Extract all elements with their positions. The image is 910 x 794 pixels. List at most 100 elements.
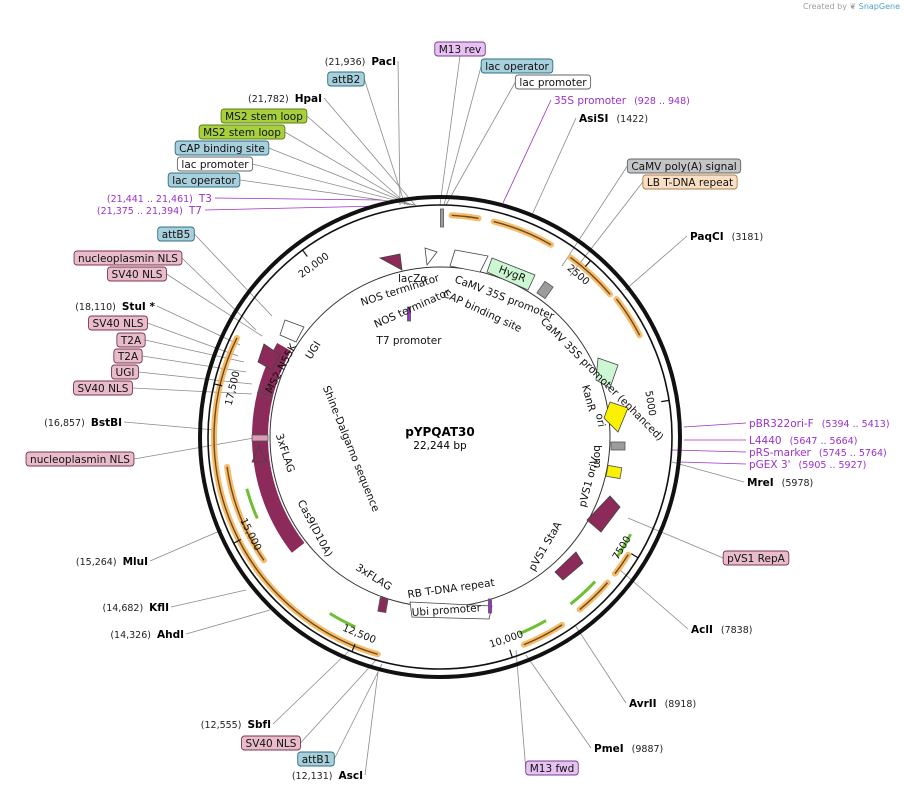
feature-tag-box: [116, 332, 146, 348]
primer[interactable]: 35S promoter(928 .. 948): [554, 95, 690, 107]
restriction-site[interactable]: AhdI(14,326): [110, 629, 184, 641]
feature-tag[interactable]: lac promoter: [514, 74, 592, 90]
plasmid-name: pYPQAT30: [405, 425, 475, 439]
feature-tag[interactable]: M13 fwd: [525, 760, 579, 776]
restriction-site[interactable]: PacI (21,936): [325, 56, 396, 68]
feature-tag[interactable]: attB2: [327, 71, 365, 87]
site-name: StuI *: [122, 301, 156, 313]
restriction-site[interactable]: SbfI(12,555): [201, 719, 271, 731]
site-name: AscI: [338, 770, 363, 782]
primer[interactable]: pGEX 3'(5905 .. 5927): [749, 459, 866, 471]
feature-tag-label: T2A: [120, 335, 142, 347]
feature-tag-label: CAP binding site: [179, 143, 265, 155]
feature-tag[interactable]: UGI: [111, 364, 139, 380]
restriction-site[interactable]: AsiSI(1422): [579, 113, 648, 125]
leader-line: [268, 147, 413, 206]
leader-line: [252, 163, 415, 206]
leader-line: [170, 589, 247, 608]
feature-tag-label: SV40 NLS: [112, 269, 163, 281]
feature-tag[interactable]: SV40 NLS: [107, 266, 167, 282]
flag-box: [377, 596, 389, 614]
feature-tag[interactable]: nucleoplasmin NLS: [25, 451, 135, 467]
feature-label: UGI: [303, 339, 323, 361]
feature-tag[interactable]: nucleoplasmin NLS: [73, 250, 183, 266]
camv-polya-box: [536, 280, 554, 300]
feature-tag[interactable]: attB5: [157, 226, 195, 242]
feature-label: KanR: [579, 384, 598, 413]
restriction-site[interactable]: BstBI(16,857): [44, 417, 122, 429]
feature-halo-core: [226, 466, 265, 561]
feature-tag-box: [73, 250, 183, 266]
tick-mark: [233, 538, 242, 544]
primer[interactable]: pRS-marker(5745 .. 5764): [749, 447, 887, 459]
feature-tag-label: SV40 NLS: [93, 318, 144, 330]
pvs1-repa-arrow: [586, 495, 621, 533]
snapgene-credit: Created by ❦ SnapGene: [803, 2, 900, 11]
feature-tag[interactable]: pVS1 RepA: [722, 550, 790, 566]
feature-tag[interactable]: T2A: [116, 332, 146, 348]
feature-tag[interactable]: CAP binding site: [174, 140, 270, 156]
restriction-site[interactable]: AclI(7838): [691, 624, 752, 636]
feature-tag[interactable]: lac operator: [480, 58, 554, 74]
feature-tag-label: SV40 NLS: [246, 738, 297, 750]
tick-label: 7500: [611, 534, 634, 561]
feature-tag[interactable]: SV40 NLS: [241, 735, 301, 751]
feature-tag[interactable]: M13 rev: [434, 41, 486, 57]
leader-line: [132, 387, 253, 395]
primer[interactable]: T3(21,441 .. 21,461): [107, 193, 212, 205]
leader-line: [397, 60, 401, 206]
restriction-site[interactable]: HpaI(21,782): [248, 93, 322, 105]
feature-tag[interactable]: T2A: [113, 348, 143, 364]
site-position: (12,131): [292, 771, 333, 782]
primer[interactable]: L4440(5647 .. 5664): [749, 435, 857, 447]
feature-tag[interactable]: MS2 stem loop: [198, 124, 286, 140]
leader-line: [204, 205, 383, 211]
feature-label: 3xFLAG: [273, 432, 297, 474]
feature-tag[interactable]: MS2 stem loop: [220, 108, 308, 124]
feature-label: pVS1 StaA: [526, 519, 564, 573]
restriction-site[interactable]: KflI(14,682): [103, 602, 169, 614]
feature-tag-label: M13 rev: [439, 44, 482, 56]
feature-tag-label: LB T-DNA repeat: [647, 177, 733, 189]
feature-label: bom: [591, 445, 603, 468]
restriction-site[interactable]: AvrII(8918): [629, 698, 696, 710]
site-position: (21,782): [248, 94, 289, 105]
restriction-site[interactable]: StuI *(18,110): [75, 301, 155, 313]
leader-line: [569, 181, 644, 277]
feature-label: T7 promoter: [375, 335, 442, 347]
primer-name: 35S promoter: [554, 95, 627, 107]
feature-tag[interactable]: attB1: [297, 751, 335, 767]
leader-line: [525, 654, 592, 749]
ms2-n55k-arrow: [257, 343, 281, 371]
site-position: (21,936): [325, 57, 366, 68]
leader-line: [166, 273, 263, 337]
feature-tag[interactable]: SV40 NLS: [88, 315, 148, 331]
restriction-site[interactable]: AscI (12,131): [292, 770, 363, 782]
feature-tag[interactable]: lac operator: [167, 172, 241, 188]
restriction-site[interactable]: MluI(15,264): [76, 556, 148, 568]
feature-halo-core: [523, 624, 563, 646]
primer[interactable]: T7(21,375 .. 21,394): [97, 205, 202, 217]
primer-name: pBR322ori-F: [749, 418, 814, 430]
feature-tag-box: [642, 174, 738, 190]
primer-position: (5647 .. 5664): [790, 436, 858, 447]
leader-line: [671, 449, 747, 453]
leader-line: [185, 609, 271, 635]
feature-tag-label: SV40 NLS: [78, 383, 129, 395]
feature-label: RB T-DNA repeat: [407, 577, 496, 601]
site-name: SbfI: [247, 719, 271, 731]
restriction-site[interactable]: PmeI(9887): [594, 743, 663, 755]
feature-tag[interactable]: LB T-DNA repeat: [642, 174, 738, 190]
feature-halo-core: [493, 220, 552, 246]
feature-tag-box: [514, 74, 592, 90]
feature-tag[interactable]: SV40 NLS: [73, 380, 133, 396]
primer[interactable]: pBR322ori-F(5394 .. 5413): [749, 418, 890, 430]
site-name: MluI: [123, 556, 148, 568]
site-name: PacI: [371, 56, 396, 68]
feature-tag[interactable]: lac promoter: [176, 156, 254, 172]
restriction-site[interactable]: PaqCI(3181): [690, 231, 763, 243]
site-name: PmeI: [594, 743, 624, 755]
green-feature-arrow: [245, 488, 259, 519]
restriction-site[interactable]: MreI(5978): [747, 477, 813, 489]
feature-tag[interactable]: CaMV poly(A) signal: [626, 158, 742, 174]
